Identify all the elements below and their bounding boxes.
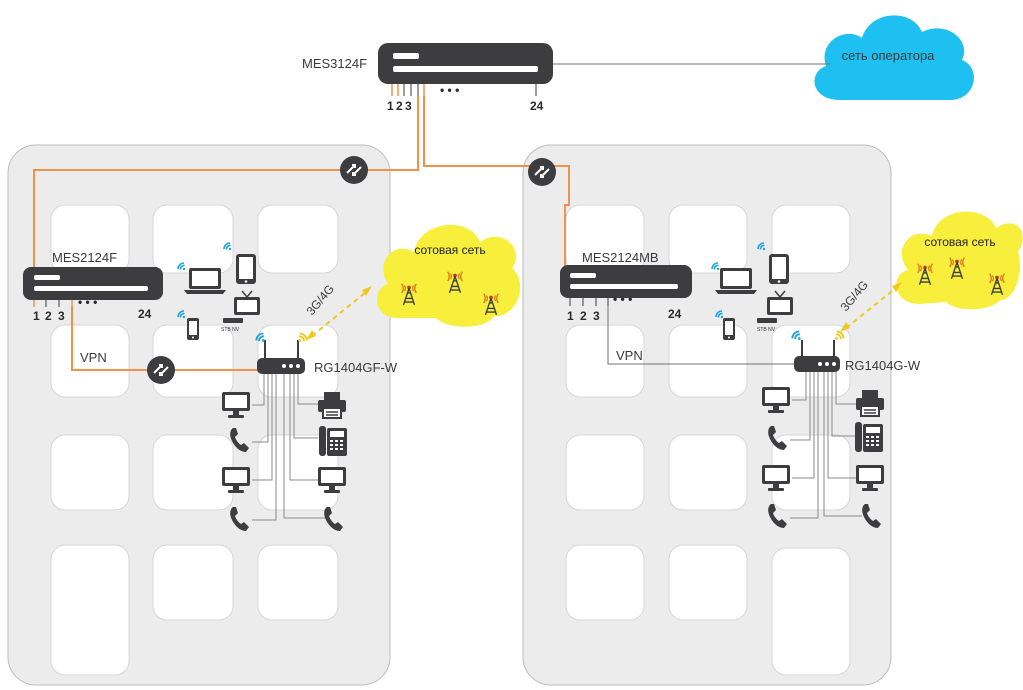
left-smartphone-icon: [187, 318, 199, 340]
left-port-1: 1: [33, 309, 40, 323]
right-smartphone-icon: [723, 318, 735, 340]
right-uplink: [423, 96, 570, 278]
left-port-3: 3: [58, 309, 65, 323]
core-switch-label: MES3124F: [302, 56, 367, 71]
right-lte-arrow-up: [892, 282, 902, 292]
right-lte-link: [845, 287, 897, 329]
left-lte-arrow-down: [306, 330, 316, 340]
left-vpn-converter-icon: [146, 355, 176, 385]
left-vpn-link: [71, 307, 262, 371]
right-lan-cabling: [790, 372, 862, 519]
left-cellular-cloud: сотовая сеть: [377, 224, 521, 327]
right-vpn-link: [607, 306, 797, 365]
right-lte-arrow-down: [840, 322, 850, 332]
right-stb-box: [757, 318, 777, 323]
left-media-converter-icon: [339, 155, 369, 185]
right-media-converter-icon: [527, 157, 557, 187]
right-router-label: RG1404G-W: [845, 358, 921, 373]
right-port-1: 1: [567, 309, 574, 323]
core-port-1: 1: [387, 99, 394, 113]
core-port-3: 3: [405, 99, 412, 113]
right-access-switch: [560, 265, 692, 306]
left-port-2: 2: [45, 309, 52, 323]
right-port-dots: • • •: [613, 292, 632, 306]
left-vpn-label: VPN: [80, 350, 107, 365]
left-switch-label: MES2124F: [52, 250, 117, 265]
left-ip-phone-icon: [319, 426, 347, 456]
right-cellular-label: сотовая сеть: [924, 235, 995, 249]
right-stb-label: STB NV: [757, 327, 776, 333]
right-laptop-icon: [715, 268, 757, 294]
core-port-24: 24: [530, 99, 544, 113]
left-router-label: RG1404GF-W: [314, 360, 398, 375]
left-lte-link: [311, 291, 367, 337]
left-access-switch: [23, 267, 163, 307]
right-vpn-label: VPN: [616, 348, 643, 363]
right-router: [794, 340, 840, 372]
left-stb-label: STB NV: [221, 327, 240, 333]
right-port-24: 24: [668, 307, 682, 321]
right-tablet-icon: [769, 254, 789, 284]
core-port-lines: [391, 84, 537, 96]
left-port-24: 24: [138, 307, 152, 321]
right-port-2: 2: [580, 309, 587, 323]
right-cellular-cloud: сотовая сеть: [896, 211, 1023, 310]
core-port-dots: • • •: [440, 83, 459, 97]
right-rooms: [565, 204, 851, 676]
left-port-dots: • • •: [78, 295, 97, 309]
right-switch-label: MES2124MB: [582, 250, 659, 265]
left-router: [257, 340, 305, 374]
left-stb-box: [223, 318, 243, 323]
core-switch: [378, 43, 553, 96]
left-cellular-label: сотовая сеть: [414, 243, 485, 257]
operator-cloud: сеть оператора: [814, 15, 974, 101]
left-tablet-icon: [236, 254, 256, 284]
left-laptop-icon: [184, 268, 226, 294]
core-port-2: 2: [396, 99, 403, 113]
operator-cloud-label: сеть оператора: [842, 48, 936, 63]
left-lan-cabling: [252, 374, 330, 521]
left-uplink: [33, 96, 419, 280]
right-ip-phone-icon: [855, 422, 883, 452]
left-lte-arrow-up: [362, 286, 372, 296]
right-port-3: 3: [593, 309, 600, 323]
